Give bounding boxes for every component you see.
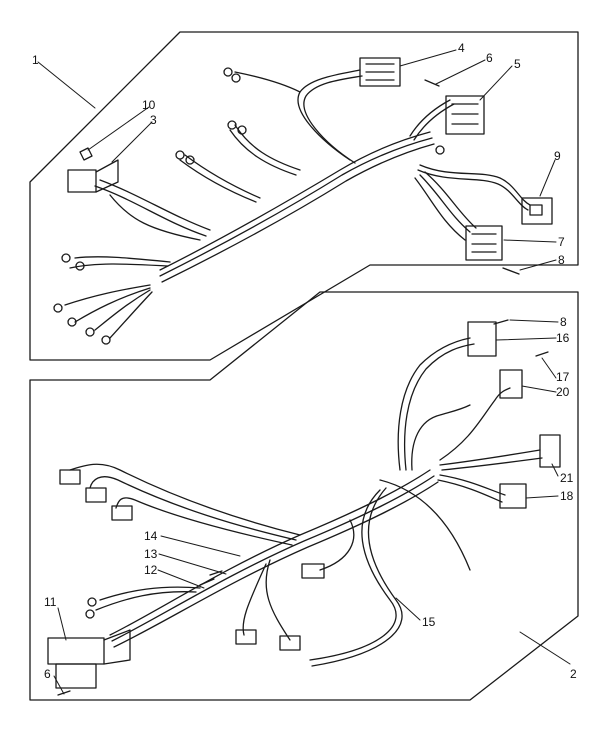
callout-4: 4 [458,41,465,55]
terminal-a [59,469,81,485]
connector-20 [499,369,523,399]
connector-4 [359,57,401,87]
callout-9: 9 [554,149,561,163]
terminal-f [279,635,301,651]
callout-6: 6 [486,51,493,65]
terminal-b [85,487,107,503]
callout-20: 20 [556,385,570,399]
lower-panel-outline [29,291,579,701]
callout-16: 16 [556,331,570,345]
callout-15: 15 [422,615,436,629]
callout-8: 8 [558,253,565,267]
callout-12: 12 [144,563,158,577]
connector-18 [499,483,527,509]
connector-7 [465,225,503,261]
connector-5 [445,95,485,135]
callout-14: 14 [144,529,158,543]
lower-harness [47,319,561,696]
callout-5: 5 [514,57,521,71]
callout-17: 17 [556,370,570,384]
callouts-top: 1 10 3 4 6 5 9 7 8 [32,41,565,267]
upper-harness [53,57,553,345]
connector-16 [467,321,497,357]
terminal-e [235,629,257,645]
leader-lines [37,49,571,695]
connector-3 [67,169,97,193]
upper-panel-outline [29,31,579,361]
callout-1: 1 [32,53,39,67]
terminal-d [301,563,325,579]
callout-7: 7 [558,235,565,249]
terminal-c [111,505,133,521]
callout-2: 2 [570,667,577,681]
callout-13: 13 [144,547,158,561]
connector-21 [539,434,561,468]
connector-9 [521,197,553,225]
callout-6b: 6 [44,667,51,681]
callout-10: 10 [142,98,156,112]
callout-8b: 8 [560,315,567,329]
callouts-bottom: 8 16 17 20 21 18 14 13 12 11 6 15 2 [44,315,577,681]
callout-21: 21 [560,471,574,485]
connector-11 [47,637,105,665]
callout-11: 11 [44,595,57,609]
callout-3: 3 [150,113,157,127]
callout-18: 18 [560,489,574,503]
